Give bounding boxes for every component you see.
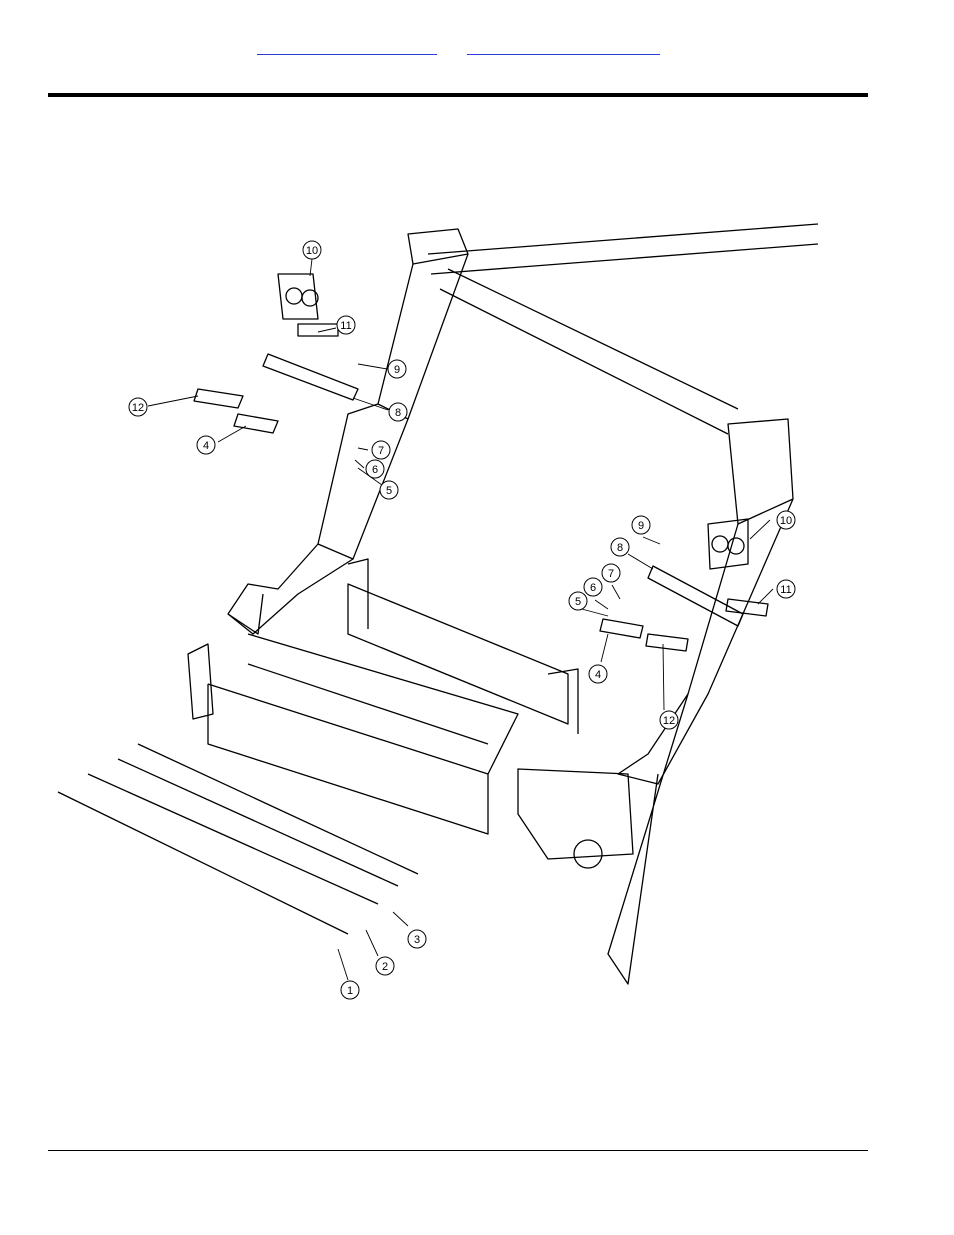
header-link-right[interactable] (467, 51, 660, 55)
callout-2: 2 (376, 957, 394, 975)
callout-11: 11 (337, 316, 355, 334)
callout-12: 12 (660, 711, 678, 729)
callout-11: 11 (777, 580, 795, 598)
svg-text:6: 6 (590, 582, 596, 594)
svg-text:2: 2 (382, 961, 388, 973)
callout-8: 8 (389, 403, 407, 421)
svg-text:1: 1 (347, 985, 353, 997)
leader-lines (148, 259, 773, 980)
callout-4: 4 (197, 436, 215, 454)
svg-text:12: 12 (663, 715, 675, 727)
callout-7: 7 (372, 441, 390, 459)
svg-text:8: 8 (395, 407, 401, 419)
loader-frame-drawing (58, 224, 818, 984)
callout-8: 8 (611, 538, 629, 556)
svg-text:7: 7 (608, 568, 614, 580)
svg-text:6: 6 (372, 464, 378, 476)
callout-6: 6 (584, 578, 602, 596)
callout-5: 5 (569, 592, 587, 610)
parts-diagram: 10 11 9 12 8 4 7 6 5 9 10 8 7 6 5 11 4 1… (48, 214, 828, 1006)
callout-4: 4 (589, 665, 607, 683)
callout-3: 3 (408, 930, 426, 948)
callout-10: 10 (303, 241, 321, 259)
header-link-left[interactable] (257, 51, 437, 55)
svg-text:5: 5 (386, 485, 392, 497)
svg-text:9: 9 (638, 520, 644, 532)
callout-9: 9 (632, 516, 650, 534)
svg-text:10: 10 (780, 515, 792, 527)
header-rule (48, 93, 868, 97)
svg-text:4: 4 (203, 440, 209, 452)
svg-text:9: 9 (394, 364, 400, 376)
svg-text:10: 10 (306, 245, 318, 257)
callout-10: 10 (777, 511, 795, 529)
callout-6: 6 (366, 460, 384, 478)
svg-text:11: 11 (780, 584, 791, 596)
svg-text:11: 11 (340, 320, 351, 332)
callout-9: 9 (388, 360, 406, 378)
callout-7: 7 (602, 564, 620, 582)
svg-text:7: 7 (378, 445, 384, 457)
svg-text:3: 3 (414, 934, 420, 946)
callout-1: 1 (341, 981, 359, 999)
svg-text:12: 12 (132, 402, 144, 414)
svg-text:8: 8 (617, 542, 623, 554)
callout-group: 10 11 9 12 8 4 7 6 5 9 10 8 7 6 5 11 4 1… (129, 241, 795, 999)
svg-text:5: 5 (575, 596, 581, 608)
svg-text:4: 4 (595, 669, 601, 681)
callout-5: 5 (380, 481, 398, 499)
footer-rule (48, 1150, 868, 1151)
callout-12: 12 (129, 398, 147, 416)
